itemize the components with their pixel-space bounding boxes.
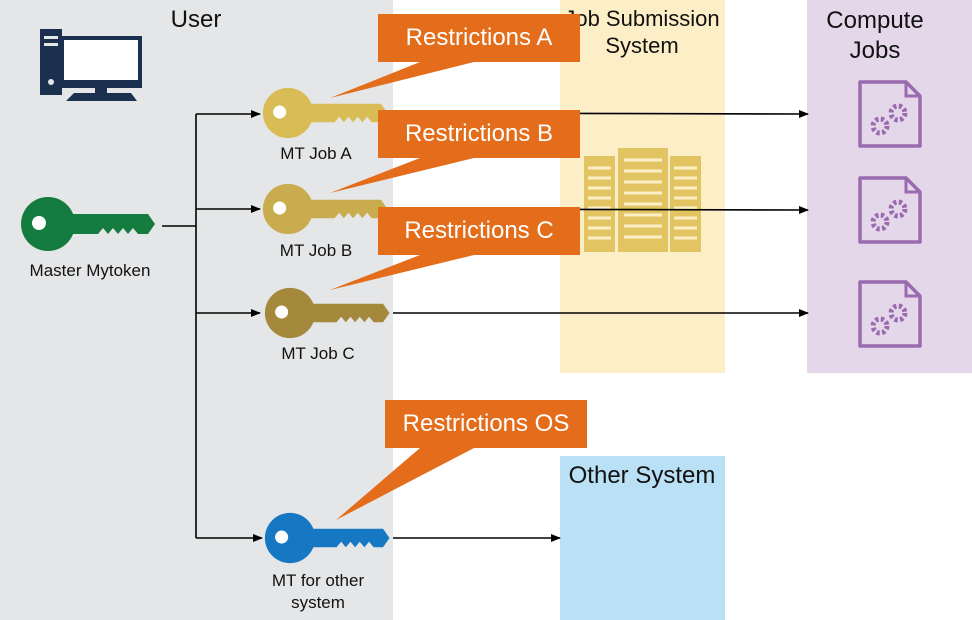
server-icon: [584, 148, 701, 252]
key-job-c-label: MT Job C: [281, 344, 355, 363]
other-system-title: Other System: [568, 462, 716, 489]
computer-icon: [40, 29, 142, 101]
job-gear-icon: [858, 280, 922, 348]
job-submission-title-line2: System: [605, 33, 679, 58]
compute-jobs-title-line2: Jobs: [849, 37, 901, 64]
job-gear-icon: [858, 176, 922, 244]
job-submission-title-line1: Job Submission: [564, 6, 720, 31]
key-job-b-icon: [262, 183, 388, 235]
key-other-system-label-line1: MT for other: [271, 571, 365, 590]
job-submission-title: Job Submission System: [548, 5, 736, 59]
job-gear-icon: [858, 80, 922, 148]
callout-restrictions-b: Restrictions B: [378, 110, 580, 158]
master-key-label: Master Mytoken: [29, 261, 151, 280]
other-system-region: [560, 456, 725, 620]
user-title: User: [170, 6, 222, 33]
callout-restrictions-os: Restrictions OS: [385, 400, 587, 448]
callout-pointers: [330, 62, 474, 520]
master-key-icon: [21, 197, 155, 251]
key-other-system-label: MT for other system: [240, 570, 396, 614]
key-job-b-label: MT Job B: [279, 241, 353, 260]
key-other-system-label-line2: system: [291, 593, 345, 612]
callout-restrictions-a: Restrictions A: [378, 14, 580, 62]
key-job-c-icon: [264, 287, 390, 339]
key-other-system-icon: [264, 512, 390, 564]
callout-restrictions-c: Restrictions C: [378, 207, 580, 255]
compute-jobs-title: Compute Jobs: [807, 6, 943, 66]
key-job-a-label: MT Job A: [280, 144, 352, 163]
key-job-a-icon: [262, 87, 388, 139]
compute-jobs-title-line1: Compute: [826, 7, 924, 34]
